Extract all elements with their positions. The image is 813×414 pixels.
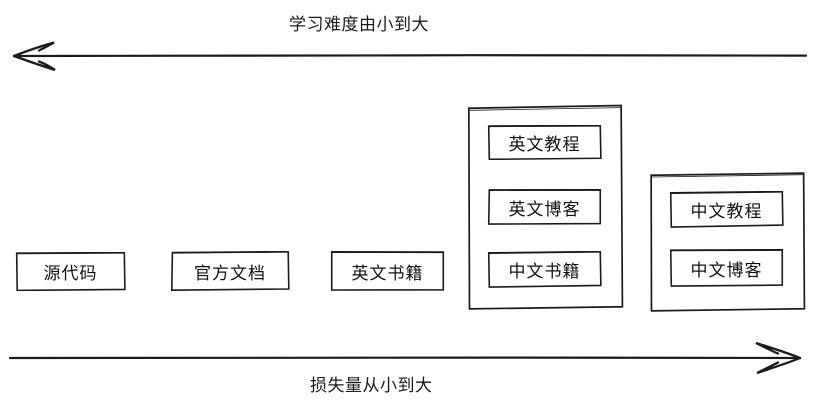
node-label: 中文博客 [690, 260, 763, 281]
node-outline [15, 252, 126, 291]
node-official-docs[interactable]: 官方文档 [170, 251, 290, 291]
node-outline [487, 251, 602, 288]
node-outline [487, 189, 602, 225]
arrow-left-icon [12, 41, 808, 72]
node-label: 英文博客 [508, 199, 581, 220]
group-chinese-media[interactable]: 中文教程 中文博客 [648, 171, 806, 313]
group-english-media[interactable]: 英文教程 英文博客 中文书籍 [466, 103, 624, 312]
node-label: 英文教程 [508, 135, 581, 155]
bottom-axis-label: 损失量从小到大 [310, 376, 433, 396]
node-outline [170, 251, 290, 291]
node-english-blogs[interactable]: 英文博客 [487, 189, 602, 225]
node-label: 中文教程 [690, 202, 763, 222]
node-outline [669, 249, 784, 287]
node-label: 中文书籍 [508, 262, 581, 282]
node-chinese-books[interactable]: 中文书籍 [487, 251, 602, 288]
node-outline [330, 251, 445, 291]
node-label: 官方文档 [194, 263, 266, 284]
node-english-books[interactable]: 英文书籍 [330, 251, 445, 291]
node-label: 源代码 [43, 264, 98, 284]
node-chinese-tutorials[interactable]: 中文教程 [669, 191, 784, 228]
node-label: 英文书籍 [351, 263, 424, 284]
node-source-code[interactable]: 源代码 [15, 252, 126, 291]
node-outline [669, 191, 784, 228]
node-outline [487, 125, 602, 160]
top-axis-label: 学习难度由小到大 [289, 15, 429, 35]
node-chinese-blogs[interactable]: 中文博客 [669, 249, 784, 287]
node-english-tutorials[interactable]: 英文教程 [487, 125, 602, 160]
